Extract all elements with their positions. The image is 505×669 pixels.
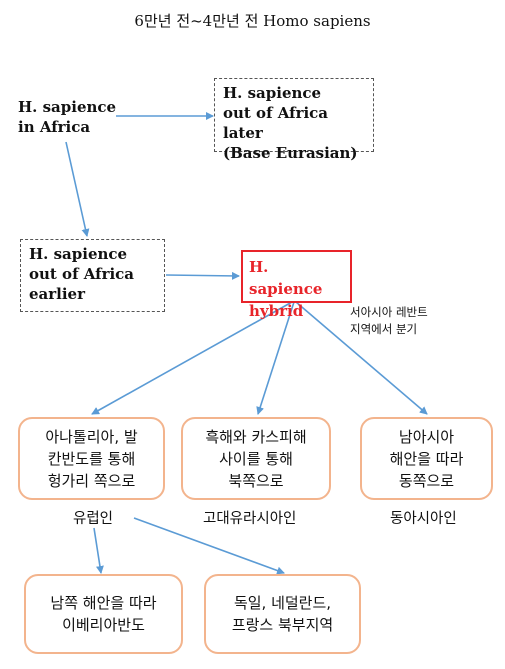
arrow-europe-to-germany — [133, 517, 285, 575]
route-germany-netherlands: 독일, 네덜란드, 프랑스 북부지역 — [204, 574, 361, 654]
route-south-asia-coast: 남아시아 해안을 따라 동쪽으로 — [360, 417, 493, 500]
node-in-africa: H. sapience in Africa — [18, 98, 117, 136]
route-iberia: 남쪽 해안을 따라 이베리아반도 — [24, 574, 183, 654]
label-east-asians: 동아시아인 — [390, 511, 457, 527]
node-out-of-africa-earlier: H. sapience out of Africa earlier — [20, 239, 165, 312]
arrow-hybrid-to-southasia — [295, 301, 428, 415]
west-asia-divergence-note: 서아시아 레반트 지역에서 분기 — [350, 305, 428, 336]
node-out-of-africa-later: H. sapience out of Africa later (Base Eu… — [214, 78, 374, 162]
diagram-title: 6만년 전~4만년 전 Homo sapiens — [134, 12, 371, 30]
label-europeans: 유럽인 — [73, 511, 114, 527]
arrow-europe-to-iberia — [93, 527, 104, 574]
arrow-earlier-to-hybrid — [165, 271, 240, 280]
node-hybrid: H. sapience hybrid — [241, 250, 352, 320]
route-anatolia-balkans: 아나톨리아, 발 칸반도를 통해 헝가리 쪽으로 — [18, 417, 165, 500]
arrow-hybrid-to-blacksea — [256, 301, 295, 415]
arrow-hybrid-to-anatolia — [91, 301, 293, 415]
route-black-caspian: 흑해와 카스피해 사이를 통해 북쪽으로 — [181, 417, 331, 500]
label-ancient-eurasians: 고대유라시아인 — [203, 511, 297, 527]
arrow-africa-to-earlier — [65, 141, 90, 237]
